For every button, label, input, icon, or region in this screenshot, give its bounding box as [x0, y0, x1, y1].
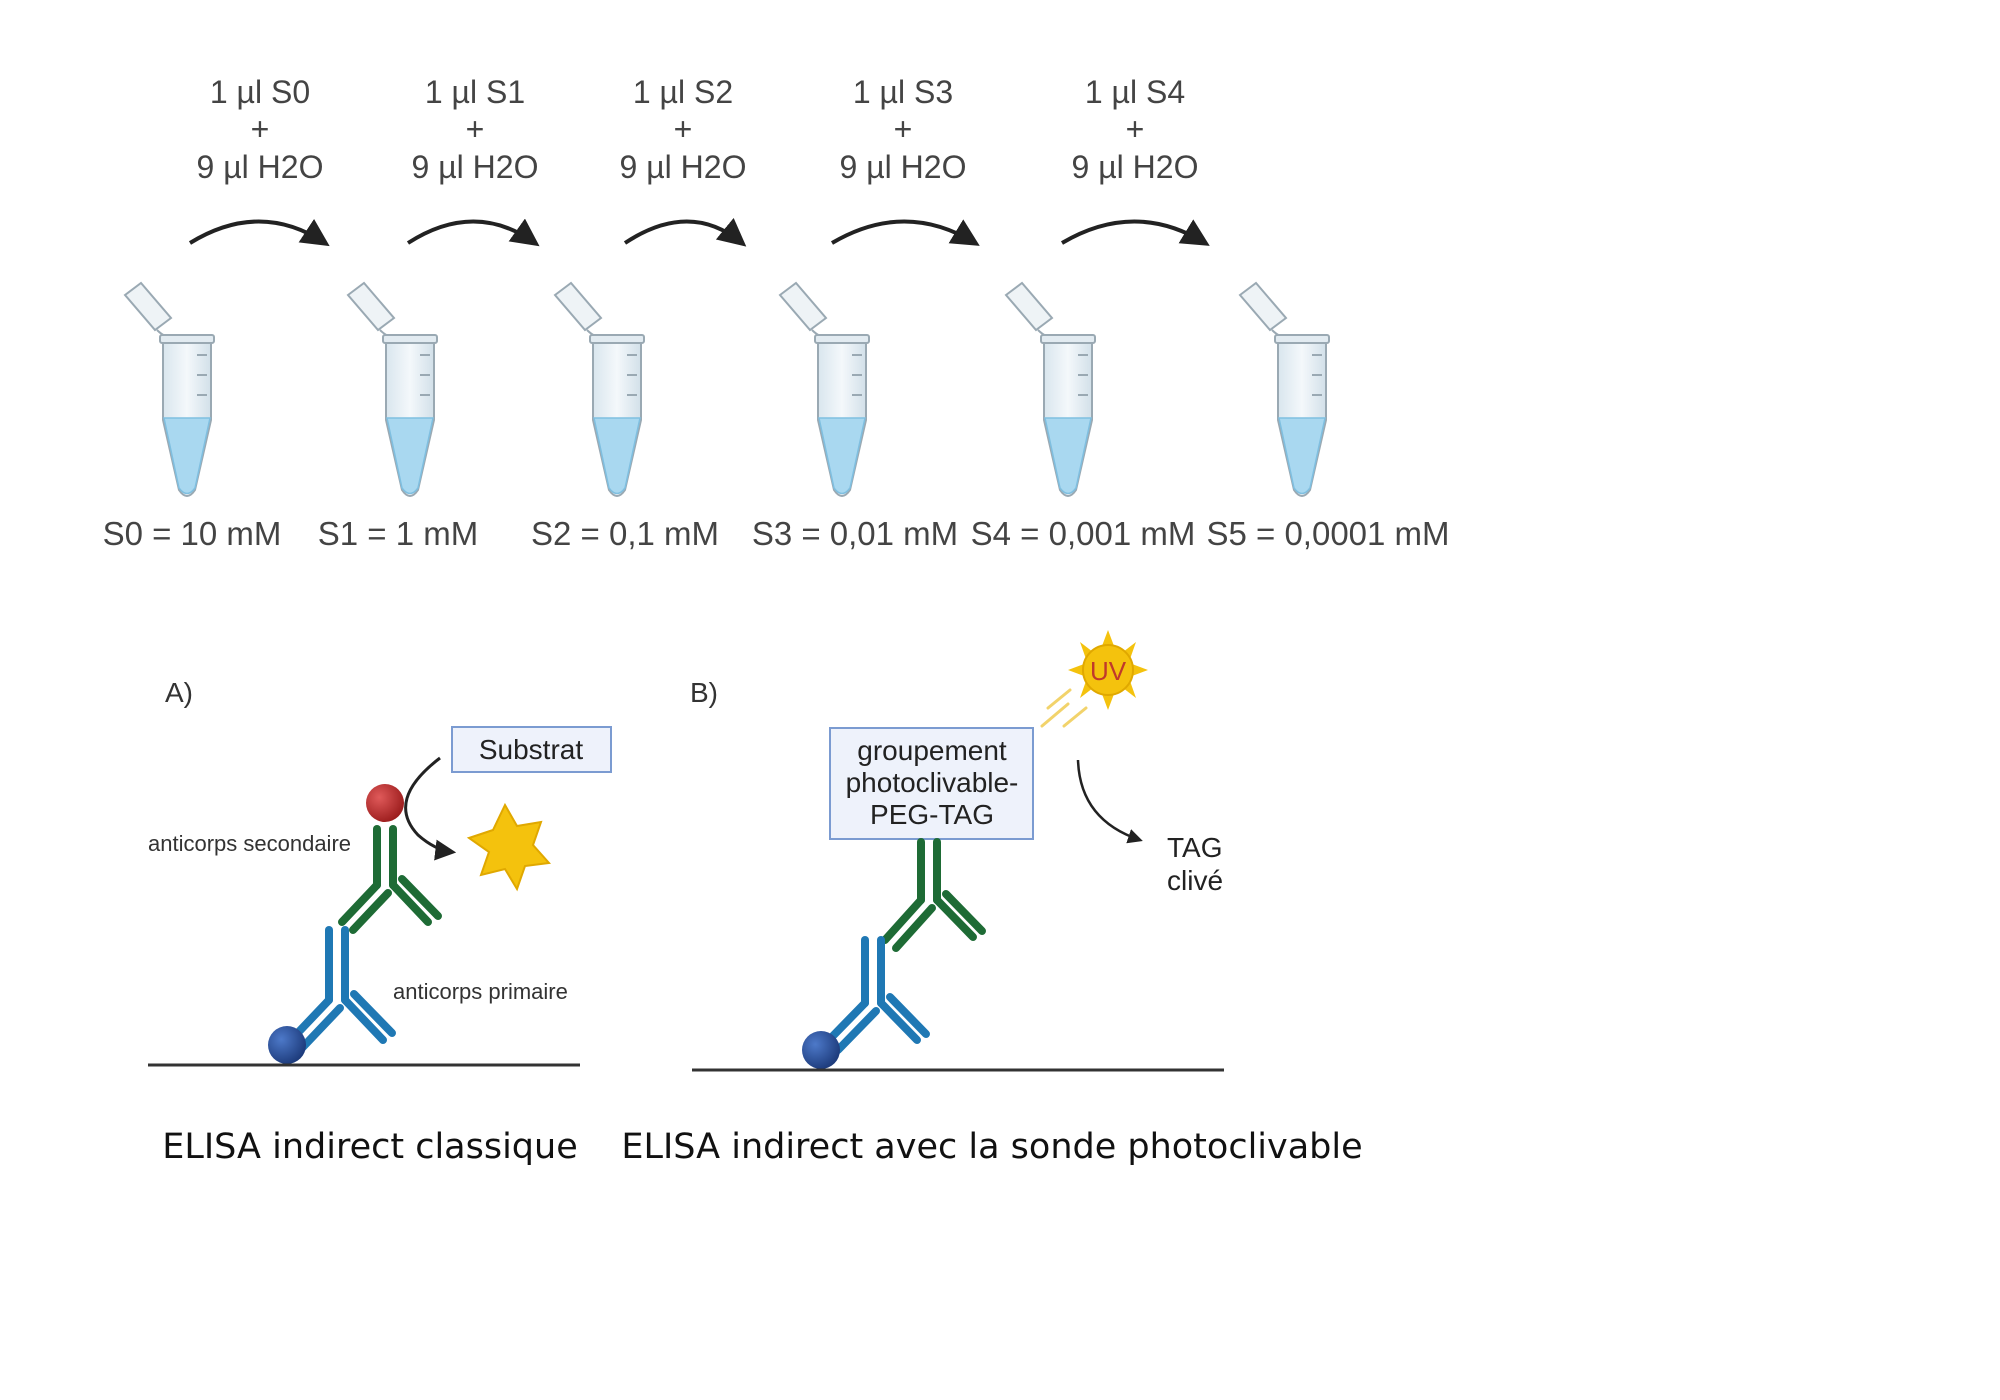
primary-antibody-label: anticorps primaire: [393, 979, 568, 1004]
dilution-step-1: 1 µl S1 + 9 µl H2O: [412, 74, 539, 185]
enzyme-conjugate: [366, 784, 404, 822]
transfer-arrow-2: [623, 217, 747, 247]
dilution-step-3: 1 µl S3 + 9 µl H2O: [840, 74, 967, 185]
uv-rays: [1040, 688, 1088, 728]
step-0-line1: 1 µl S0: [210, 74, 310, 110]
secondary-antibody-b: [881, 838, 986, 952]
step-2-plus: +: [674, 111, 693, 147]
uv-sun-icon: [1068, 630, 1148, 710]
step-4-line1: 1 µl S4: [1085, 74, 1185, 110]
step-1-plus: +: [466, 111, 485, 147]
cleavage-arrow: [1076, 759, 1143, 844]
concentration-1: S1 = 1 mM: [318, 515, 478, 552]
cleaved-tag-line2: clivé: [1167, 865, 1223, 896]
photocleavable-line2: photoclivable-: [846, 767, 1019, 798]
tube-4: [1004, 281, 1096, 497]
step-0-line2: 9 µl H2O: [197, 149, 324, 185]
step-1-line2: 9 µl H2O: [412, 149, 539, 185]
concentration-2: S2 = 0,1 mM: [531, 515, 719, 552]
concentration-3: S3 = 0,01 mM: [752, 515, 958, 552]
tube-row: [123, 281, 1330, 497]
panel-a: A) Substrat anticorps secondaire anticor…: [148, 677, 612, 1167]
step-0-plus: +: [251, 111, 270, 147]
transfer-arrow-3: [830, 219, 980, 246]
primary-antibody-b: [823, 936, 930, 1054]
substrate-box: [451, 726, 612, 773]
photocleavable-box: [829, 727, 1034, 840]
step-2-line2: 9 µl H2O: [620, 149, 747, 185]
panel-b-caption: ELISA indirect avec la sonde photoclivab…: [621, 1127, 1362, 1167]
transfer-arrow-4: [1060, 219, 1210, 246]
tube-0: [123, 281, 215, 497]
substrate-label: Substrat: [479, 734, 583, 765]
step-4-plus: +: [1126, 111, 1145, 147]
concentration-labels: S0 = 10 mM S1 = 1 mM S2 = 0,1 mM S3 = 0,…: [103, 515, 1450, 552]
panel-a-caption: ELISA indirect classique: [162, 1127, 578, 1167]
photocleavable-line1: groupement: [857, 735, 1007, 766]
concentration-0: S0 = 10 mM: [103, 515, 282, 552]
tube-2: [553, 281, 645, 497]
transfer-arrow-1: [406, 218, 540, 247]
step-3-line2: 9 µl H2O: [840, 149, 967, 185]
dilution-step-2: 1 µl S2 + 9 µl H2O: [620, 74, 747, 185]
panel-b: B) groupement photoclivable- PEG-TAG UV: [621, 630, 1363, 1167]
antigen-b: [802, 1031, 840, 1069]
tube-1: [346, 281, 438, 497]
concentration-4: S4 = 0,001 mM: [971, 515, 1196, 552]
panel-a-label: A): [165, 677, 193, 708]
dilution-step-4: 1 µl S4 + 9 µl H2O: [1072, 74, 1199, 185]
step-2-line1: 1 µl S2: [633, 74, 733, 110]
dilution-step-labels: 1 µl S0 + 9 µl H2O 1 µl S1 + 9 µl H2O 1 …: [197, 74, 1199, 185]
antigen: [268, 1026, 306, 1064]
cleaved-tag-line1: TAG: [1167, 832, 1222, 863]
secondary-antibody: [338, 825, 442, 934]
uv-label: UV: [1090, 656, 1127, 686]
primary-antibody: [287, 926, 396, 1052]
signal-star-icon: [466, 802, 552, 892]
dilution-step-0: 1 µl S0 + 9 µl H2O: [197, 74, 324, 185]
concentration-5: S5 = 0,0001 mM: [1206, 515, 1449, 552]
photocleavable-line3: PEG-TAG: [870, 799, 994, 830]
tube-3: [778, 281, 870, 497]
panel-b-label: B): [690, 677, 718, 708]
step-3-plus: +: [894, 111, 913, 147]
substrate-conversion-arrow: [404, 756, 457, 861]
secondary-antibody-label: anticorps secondaire: [148, 831, 351, 856]
transfer-arrows: [188, 217, 1210, 247]
step-4-line2: 9 µl H2O: [1072, 149, 1199, 185]
step-1-line1: 1 µl S1: [425, 74, 525, 110]
step-3-line1: 1 µl S3: [853, 74, 953, 110]
transfer-arrow-0: [188, 218, 330, 247]
tube-5: [1238, 281, 1330, 497]
